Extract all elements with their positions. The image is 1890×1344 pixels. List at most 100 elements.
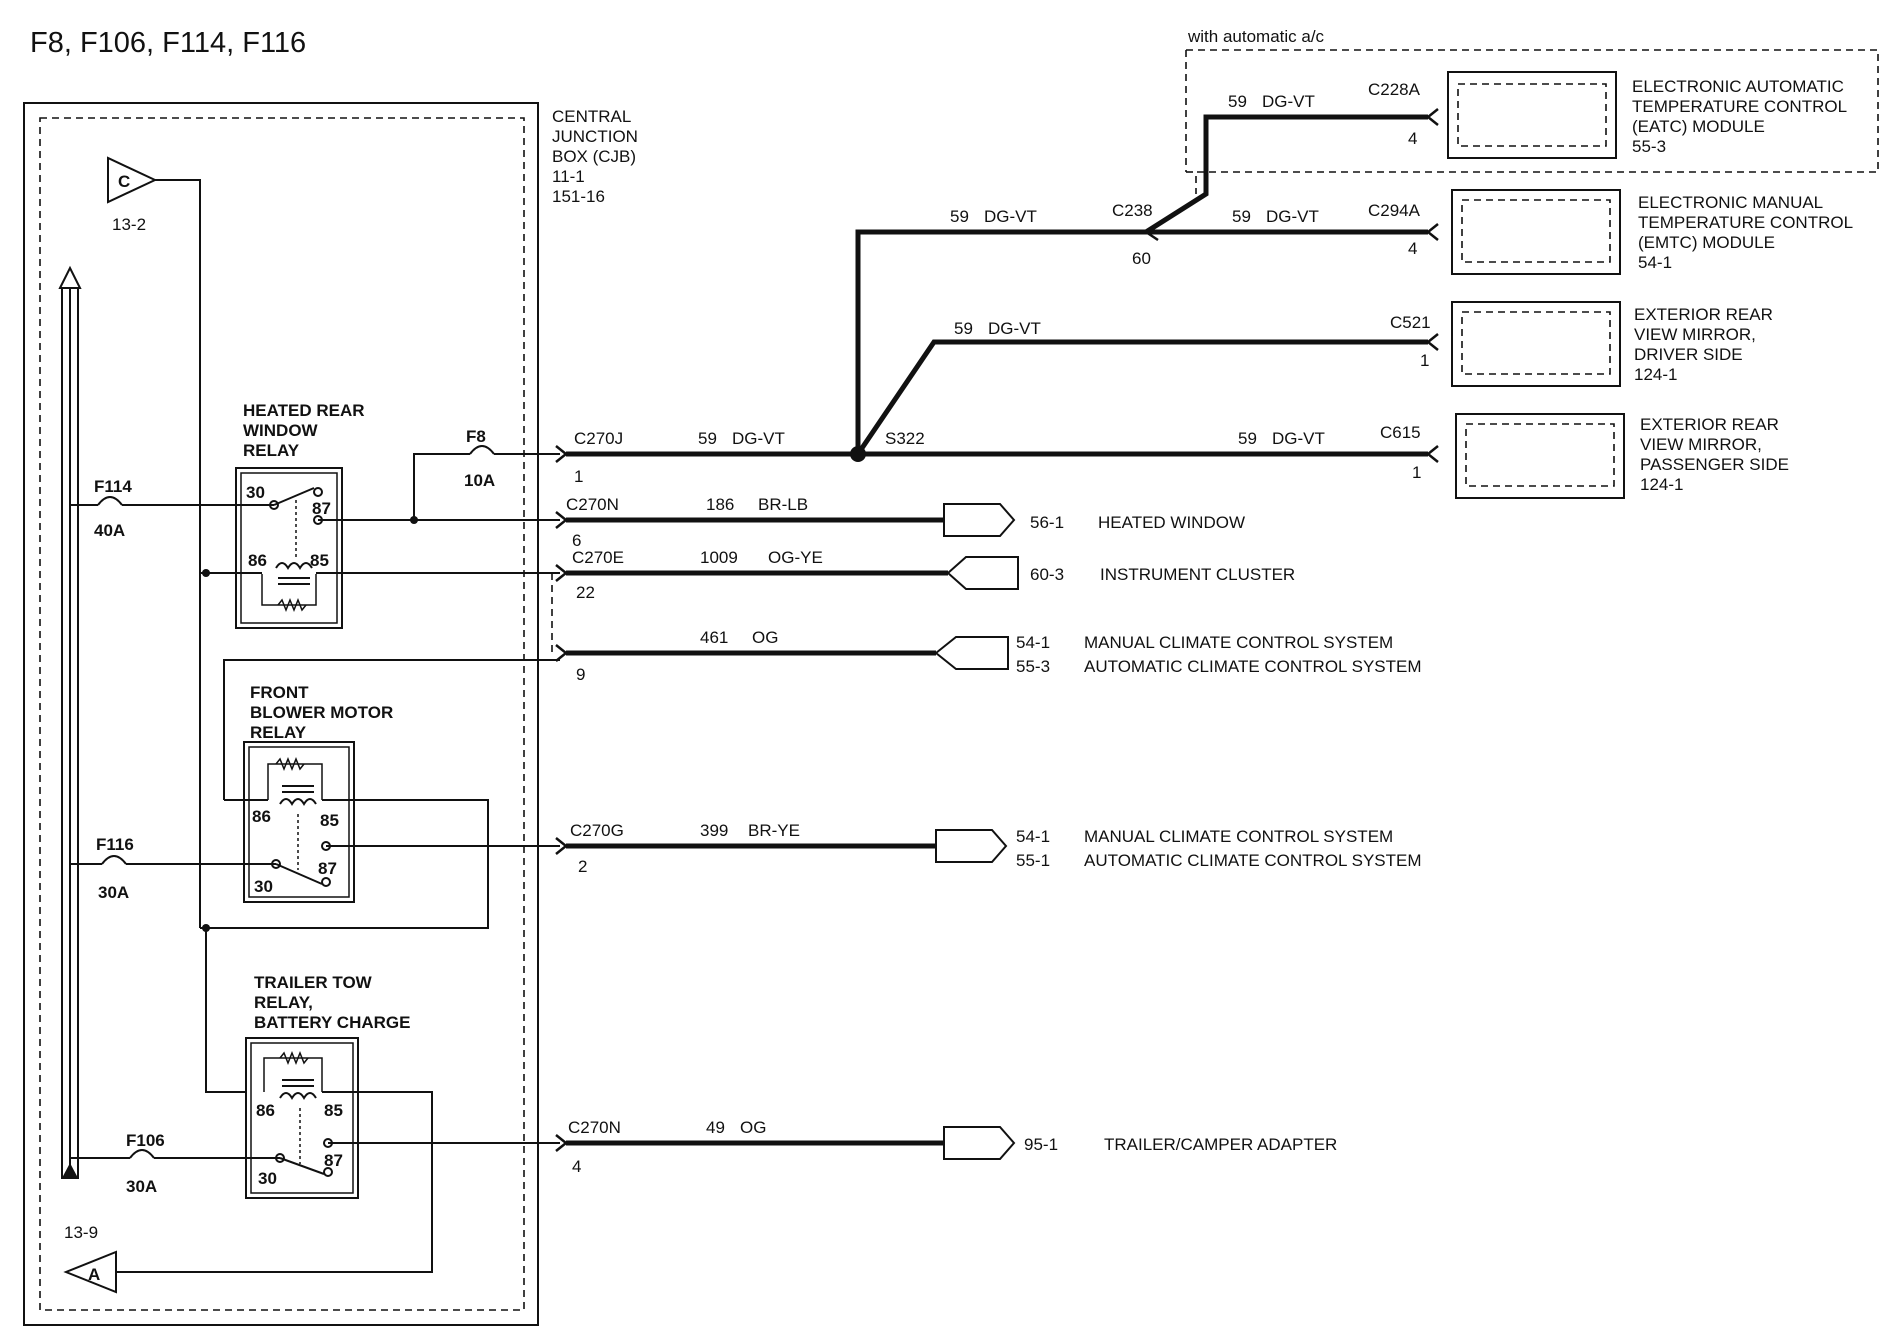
svg-text:OG: OG [752, 628, 778, 647]
svg-text:C238: C238 [1112, 201, 1153, 220]
svg-text:4: 4 [572, 1157, 581, 1176]
svg-text:TRAILER TOW: TRAILER TOW [254, 973, 373, 992]
svg-text:30: 30 [254, 877, 273, 896]
svg-text:22: 22 [576, 583, 595, 602]
trailer-adapter-label: TRAILER/CAMPER ADAPTER [1104, 1135, 1337, 1154]
auto-ac-note: with automatic a/c [1187, 27, 1325, 46]
eatc-module[interactable]: ELECTRONIC AUTOMATIC TEMPERATURE CONTROL… [1447, 71, 1847, 159]
svg-text:PASSENGER SIDE: PASSENGER SIDE [1640, 455, 1789, 474]
svg-text:F114: F114 [94, 477, 132, 496]
climate-control-arrow-461[interactable] [934, 636, 1009, 670]
emtc-module[interactable]: ELECTRONIC MANUAL TEMPERATURE CONTROL (E… [1451, 189, 1853, 275]
svg-text:59: 59 [950, 207, 969, 226]
c521-connector: C521 1 [1390, 313, 1439, 370]
svg-text:DG-VT: DG-VT [1262, 92, 1315, 111]
svg-text:HEATED REAR: HEATED REAR [243, 401, 365, 420]
svg-text:85: 85 [324, 1101, 343, 1120]
svg-text:EXTERIOR REAR: EXTERIOR REAR [1640, 415, 1779, 434]
svg-text:399: 399 [700, 821, 728, 840]
wire-59-label-b: 59 DG-VT [950, 207, 1037, 226]
svg-text:11-1: 11-1 [552, 167, 585, 186]
c270j-connector: C270J 1 [574, 429, 623, 486]
svg-text:60: 60 [1132, 249, 1151, 268]
svg-text:F8: F8 [466, 427, 486, 446]
wire-59-label-f: 59 DG-VT [1238, 429, 1325, 448]
svg-text:RELAY: RELAY [250, 723, 307, 742]
fuse-f106: F106 30A [126, 1131, 165, 1196]
svg-text:F106: F106 [126, 1131, 165, 1150]
svg-text:54-1: 54-1 [1016, 633, 1050, 652]
heated-rear-relay-label: HEATED REAR WINDOW RELAY [243, 401, 365, 460]
svg-text:59: 59 [698, 429, 717, 448]
svg-text:10A: 10A [464, 471, 495, 490]
svg-text:(EATC) MODULE: (EATC) MODULE [1632, 117, 1765, 136]
svg-text:MANUAL CLIMATE CONTROL SYSTEM: MANUAL CLIMATE CONTROL SYSTEM [1084, 633, 1393, 652]
svg-text:DRIVER SIDE: DRIVER SIDE [1634, 345, 1743, 364]
svg-text:60-3: 60-3 [1030, 565, 1064, 584]
svg-text:AUTOMATIC CLIMATE CONTROL SYST: AUTOMATIC CLIMATE CONTROL SYSTEM [1084, 851, 1422, 870]
svg-text:WINDOW: WINDOW [243, 421, 319, 440]
svg-text:59: 59 [1228, 92, 1247, 111]
heated-window-arrow[interactable] [943, 503, 1016, 537]
c270e-connector: C270E 22 [572, 548, 624, 602]
svg-text:95-1: 95-1 [1024, 1135, 1058, 1154]
svg-text:DG-VT: DG-VT [732, 429, 785, 448]
svg-text:C270N: C270N [568, 1118, 621, 1137]
svg-text:DG-VT: DG-VT [1272, 429, 1325, 448]
svg-text:CENTRAL: CENTRAL [552, 107, 631, 126]
svg-text:85: 85 [310, 551, 329, 570]
heated-window-label: HEATED WINDOW [1098, 513, 1245, 532]
auto-ac-region [1186, 49, 1879, 194]
svg-text:FRONT: FRONT [250, 683, 309, 702]
wire-59-eatc [1144, 114, 1428, 235]
c270n-connector-a: C270N 6 [566, 495, 619, 550]
fuse-f8: F8 10A [464, 427, 495, 490]
svg-text:30: 30 [258, 1169, 277, 1188]
svg-text:30A: 30A [98, 883, 129, 902]
trailer-relay: 86 85 87 30 [245, 1037, 359, 1199]
svg-text:49: 49 [706, 1118, 725, 1137]
fuse-f116: F116 30A [96, 835, 134, 902]
svg-text:86: 86 [248, 551, 267, 570]
driver-mirror-module[interactable]: EXTERIOR REAR VIEW MIRROR, DRIVER SIDE 1… [1451, 301, 1773, 387]
svg-text:TEMPERATURE CONTROL: TEMPERATURE CONTROL [1632, 97, 1847, 116]
cjb-label: CENTRAL JUNCTION BOX (CJB) 11-1 151-16 [552, 107, 638, 206]
svg-text:EXTERIOR REAR: EXTERIOR REAR [1634, 305, 1773, 324]
passenger-mirror-module[interactable]: EXTERIOR REAR VIEW MIRROR, PASSENGER SID… [1455, 413, 1789, 499]
blower-relay-label: FRONT BLOWER MOTOR RELAY [250, 683, 393, 742]
instrument-cluster-arrow[interactable] [946, 556, 1019, 590]
svg-text:VIEW MIRROR,: VIEW MIRROR, [1640, 435, 1762, 454]
svg-text:1: 1 [574, 467, 583, 486]
svg-text:ELECTRONIC AUTOMATIC: ELECTRONIC AUTOMATIC [1632, 77, 1844, 96]
svg-text:(EMTC) MODULE: (EMTC) MODULE [1638, 233, 1775, 252]
svg-text:DG-VT: DG-VT [1266, 207, 1319, 226]
c238-connector: C238 60 [1112, 201, 1159, 268]
svg-text:55-3: 55-3 [1016, 657, 1050, 676]
svg-text:124-1: 124-1 [1634, 365, 1677, 384]
heated-rear-relay: 30 87 86 85 [235, 467, 343, 629]
svg-text:DG-VT: DG-VT [988, 319, 1041, 338]
svg-text:C270E: C270E [572, 548, 624, 567]
wire-59-label-a: 59 DG-VT [698, 429, 785, 448]
trailer-adapter-arrow[interactable] [943, 1126, 1016, 1160]
svg-text:A: A [88, 1265, 100, 1284]
svg-text:C270J: C270J [574, 429, 623, 448]
svg-text:85: 85 [320, 811, 339, 830]
svg-text:OG-YE: OG-YE [768, 548, 823, 567]
svg-text:59: 59 [954, 319, 973, 338]
cjb-inner-box [39, 117, 525, 1311]
svg-text:OG: OG [740, 1118, 766, 1137]
diagram-title: F8, F106, F114, F116 [30, 27, 306, 59]
svg-text:BR-YE: BR-YE [748, 821, 800, 840]
svg-text:87: 87 [312, 499, 331, 518]
connector-arrows [555, 445, 569, 1152]
svg-text:13-9: 13-9 [64, 1223, 98, 1242]
climate-control-arrow-399[interactable] [935, 829, 1008, 863]
instrument-cluster-label: INSTRUMENT CLUSTER [1100, 565, 1295, 584]
svg-text:BR-LB: BR-LB [758, 495, 808, 514]
svg-text:1: 1 [1412, 463, 1421, 482]
svg-text:6: 6 [572, 531, 581, 550]
svg-text:56-1: 56-1 [1030, 513, 1064, 532]
svg-text:TEMPERATURE CONTROL: TEMPERATURE CONTROL [1638, 213, 1853, 232]
